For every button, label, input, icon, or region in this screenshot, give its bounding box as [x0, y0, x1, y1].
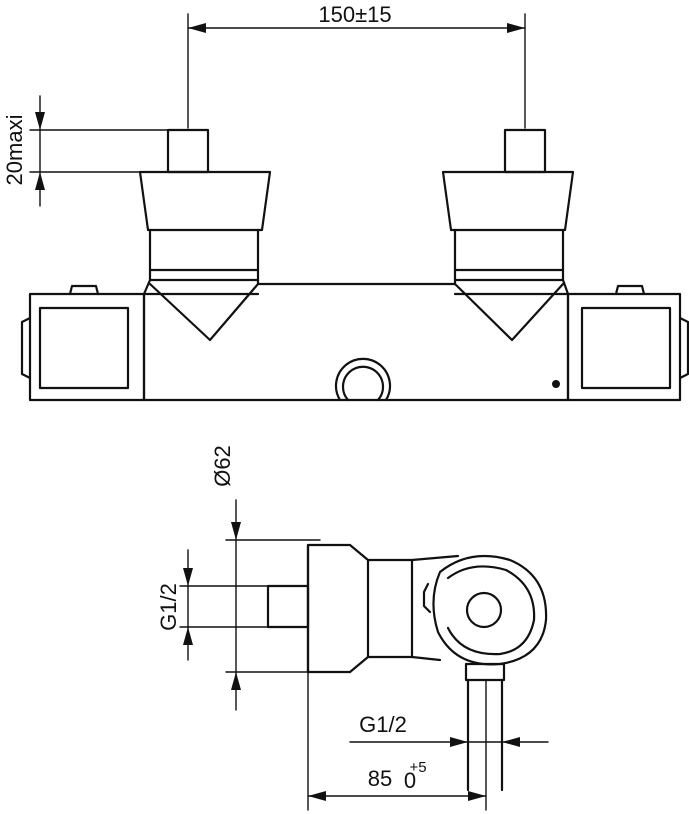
hand-shower-hook	[341, 365, 385, 402]
side-thread-label: G1/2	[156, 583, 181, 631]
knob-center	[465, 591, 503, 629]
left-inlet	[138, 128, 272, 282]
depth-tolerance-upper: +5	[409, 759, 426, 776]
center-distance-label: 150±15	[318, 2, 391, 27]
indicator-dot	[552, 380, 560, 388]
depth-dimension: 85 +5 0	[307, 671, 487, 811]
left-handle	[20, 284, 146, 402]
outlet	[464, 662, 506, 792]
outlet-thread-label: G1/2	[359, 712, 407, 737]
diameter-dimension: Ø62	[210, 445, 321, 711]
front-view: 150±15 20maxi	[2, 2, 689, 402]
depth-tolerance-lower: 0	[404, 768, 416, 793]
main-body	[142, 278, 570, 402]
inlet-height-dimension: 20maxi	[2, 95, 206, 207]
side-inlet	[266, 584, 310, 629]
side-thread-dimension: G1/2	[156, 549, 271, 661]
side-knob	[422, 554, 548, 666]
inlet-height-label: 20maxi	[2, 115, 27, 186]
outlet-thread-dimension: G1/2	[349, 712, 549, 747]
depth-label: 85	[368, 766, 392, 791]
side-body	[306, 543, 460, 674]
side-view: Ø62 G1/2	[156, 445, 549, 811]
right-handle	[566, 284, 689, 402]
diameter-label: Ø62	[210, 445, 235, 487]
center-distance-dimension: 150±15	[187, 2, 526, 129]
right-inlet	[441, 128, 575, 282]
